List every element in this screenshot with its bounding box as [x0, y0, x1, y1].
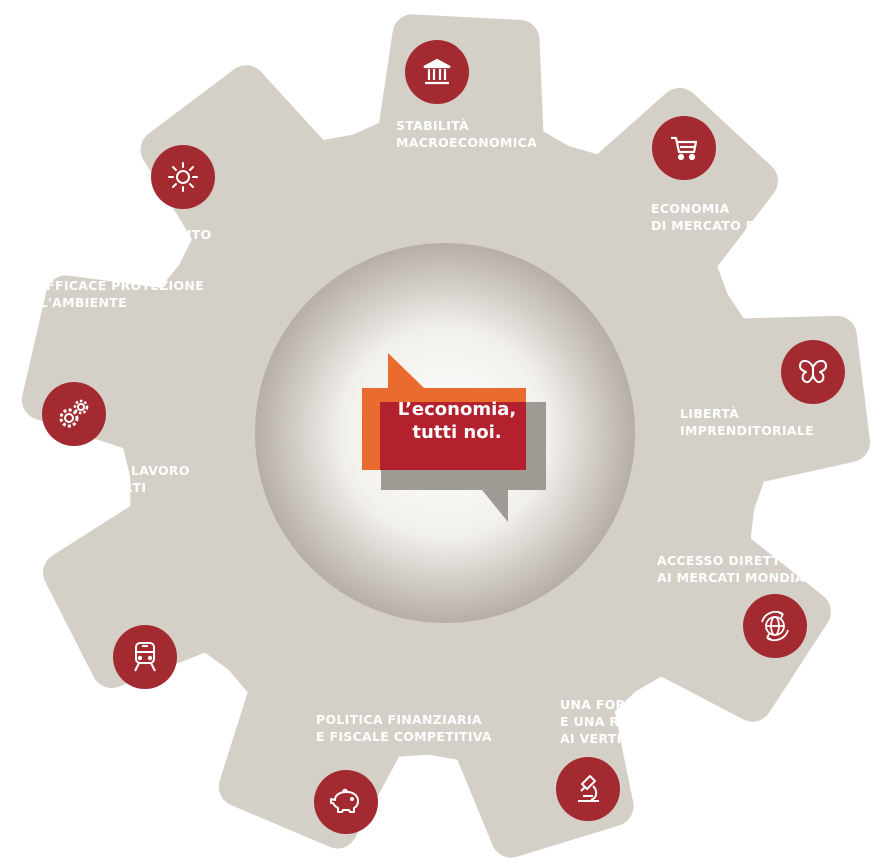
bank-icon: [405, 40, 469, 104]
label-line: ENERGETICO SICURO: [12, 244, 164, 259]
label-mercati-lavoro: MERCATI DEL LAVORO LIBERI E APERTI: [30, 462, 190, 496]
cart-icon: [652, 116, 716, 180]
label-economia-mercato: ECONOMIA DI MERCATO EFFICIENTE: [651, 200, 829, 234]
globe-icon: [743, 594, 807, 658]
gears-icon: [42, 382, 106, 446]
label-accesso-mercati: ACCESSO DIRETTO AI MERCATI MONDIALI: [657, 552, 818, 586]
label-line: UN APPROVVIGIONAMENTO: [12, 227, 212, 242]
label-line: POLITICA FINANZIARIA: [316, 712, 482, 727]
label-line: UN'EFFICACE PROTEZIONE: [12, 278, 205, 293]
piggy-bank-icon: [314, 770, 378, 834]
train-icon: [113, 625, 177, 689]
sun-icon: [151, 145, 215, 209]
label-line: MERCATI DEL LAVORO: [30, 463, 190, 478]
label-infrastrutture: INFRASTRUTTURE EFFICIENTI: [50, 710, 180, 744]
microscope-icon: [556, 757, 620, 821]
label-line: LIBERTÀ: [680, 406, 740, 421]
label-line: MACROECONOMICA: [396, 135, 538, 150]
label-formazione-ricerca: UNA FORMAZIONE E UNA RICERCA AI VERTICI: [560, 696, 693, 747]
label-line: E FISCALE COMPETITIVA: [316, 729, 492, 744]
label-line: AI MERCATI MONDIALI: [657, 570, 819, 585]
label-stabilita: STABILITÀ MACROECONOMICA: [396, 117, 537, 151]
label-line: ACCESSO DIRETTO: [657, 553, 792, 568]
speech-bubble: [362, 353, 546, 522]
label-line: EFFICIENTI: [50, 728, 130, 743]
label-line: AI VERTICI: [560, 731, 636, 746]
label-line: DELL'AMBIENTE: [12, 295, 127, 310]
center-slogan: L’economia, tutti noi.: [372, 398, 542, 444]
label-line: E COMPETITIVO ED: [12, 261, 150, 276]
butterfly-icon: [781, 340, 845, 404]
label-line: INFRASTRUTTURE: [50, 711, 181, 726]
label-line: IMPRENDITORIALE: [680, 423, 815, 438]
label-line: E UNA RICERCA: [560, 714, 672, 729]
label-line: UNA FORMAZIONE: [560, 697, 694, 712]
label-line: ECONOMIA: [651, 201, 730, 216]
label-line: STABILITÀ: [396, 118, 469, 133]
label-line: DI MERCATO EFFICIENTE: [651, 218, 829, 233]
label-politica-finanziaria: POLITICA FINANZIARIA E FISCALE COMPETITI…: [316, 711, 492, 745]
center-slogan-line2: tutti noi.: [412, 422, 502, 443]
label-approvvigionamento: UN APPROVVIGIONAMENTO ENERGETICO SICURO …: [12, 226, 211, 311]
center-slogan-line1: L’economia,: [397, 399, 517, 420]
label-liberta-imprenditoriale: LIBERTÀ IMPRENDITORIALE: [680, 405, 814, 439]
speech-bubble-front: [380, 402, 526, 470]
label-line: LIBERI E APERTI: [30, 480, 147, 495]
